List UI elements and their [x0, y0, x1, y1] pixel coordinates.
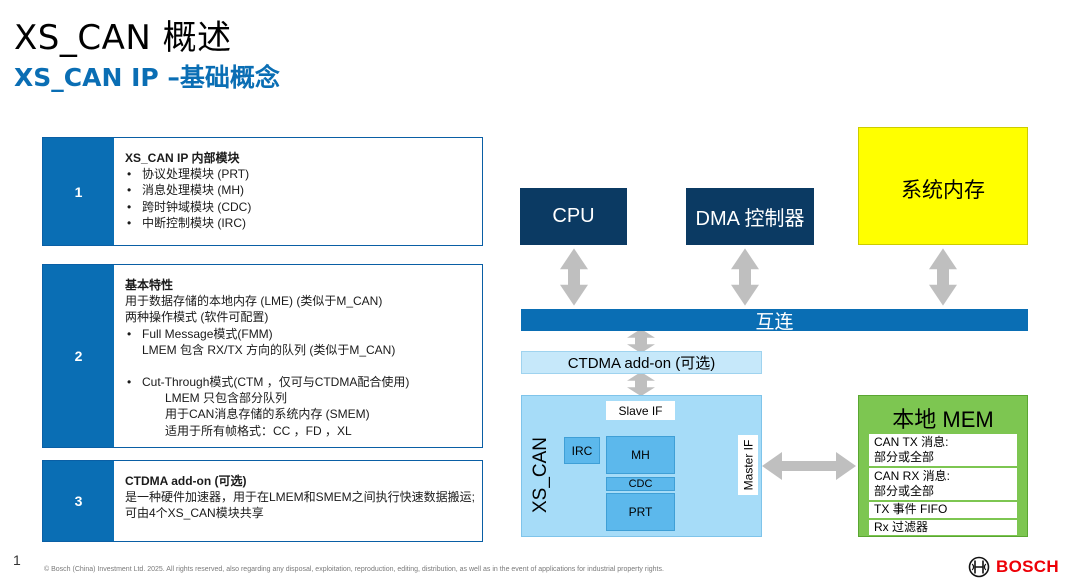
masterif-localmem-arrow [762, 452, 856, 480]
row-heading: 基本特性 [125, 278, 174, 292]
text-line: 是一种硬件加速器，用于在LMEM和SMEM之间执行快速数据搬运; 可由4个XS_… [125, 490, 476, 521]
list-item: 中断控制模块 (IRC) [125, 215, 476, 231]
irc-module: IRC [564, 437, 600, 464]
feature-row-2: 2 基本特性 用于数据存储的本地内存 (LME) (类似于M_CAN) 两种操作… [42, 264, 483, 448]
text-line: 用于CAN消息存储的系统内存 (SMEM) [165, 407, 370, 422]
local-mem-row-tx: CAN TX 消息: 部分或全部 [869, 434, 1017, 466]
local-mem-row-rx: CAN RX 消息: 部分或全部 [869, 468, 1017, 500]
list-item: 协议处理模块 (PRT) [125, 166, 476, 182]
bosch-logo: BOSCH [968, 555, 1072, 579]
master-if-label: Master IF [741, 439, 756, 491]
xscan-label-wrap: XS_CAN [520, 437, 560, 514]
list-item: 跨时钟域模块 (CDC) [125, 199, 476, 215]
text-line: 两种操作模式 (软件可配置) [125, 310, 269, 325]
list-item: Cut-Through模式(CTM ，仅可与CTDMA配合使用) [125, 374, 476, 390]
cpu-block: CPU [520, 188, 627, 245]
ctdma-addon-block: CTDMA add-on (可选) [521, 351, 762, 374]
copyright-footer: © Bosch (China) Investment Ltd. 2025. Al… [44, 566, 664, 573]
dma-bus-arrow [731, 248, 759, 306]
page-number: 1 [13, 552, 21, 568]
interconnect-bus: 互连 [521, 309, 1028, 333]
master-if-block: Master IF [738, 435, 758, 495]
xscan-label: XS_CAN [530, 436, 551, 514]
local-mem-row-rx-filter: Rx 过滤器 [869, 520, 1017, 535]
text-line: 用于数据存储的本地内存 (LME) (类似于M_CAN) [125, 294, 383, 309]
row-heading: XS_CAN IP 内部模块 [125, 151, 240, 165]
bosch-armature-icon [968, 556, 990, 578]
text-line: LMEM 包含 RX/TX 方向的队列 (类似于M_CAN) [142, 342, 396, 357]
slave-if-block: Slave IF [606, 401, 675, 420]
list-item: 消息处理模块 (MH) [125, 182, 476, 198]
text-line: LMEM 只包含部分队列 [165, 391, 288, 406]
mem-row-line: CAN RX 消息: [874, 469, 951, 483]
cpu-bus-arrow [560, 248, 588, 306]
row-number: 1 [43, 138, 114, 245]
bosch-logo-text: BOSCH [996, 557, 1059, 576]
list-item: Full Message模式(FMM) [125, 326, 476, 342]
dma-controller-block: DMA 控制器 [686, 188, 814, 245]
mem-row-line: 部分或全部 [874, 450, 935, 464]
bus-ctdma-arrow [627, 328, 655, 354]
mem-row-line: CAN TX 消息: [874, 435, 949, 449]
text-line: 适用于所有帧格式：CC ，FD ，XL [165, 423, 352, 438]
system-memory-block: 系统内存 [858, 127, 1028, 245]
row-heading: CTDMA add-on (可选) [125, 474, 247, 488]
slide-subtitle: XS_CAN IP –基础概念 [14, 63, 280, 92]
ctdma-xscan-arrow [627, 371, 655, 397]
row-number: 3 [43, 461, 114, 541]
mem-row-line: 部分或全部 [874, 484, 935, 498]
row-number: 2 [43, 265, 114, 447]
local-mem-row-tx-event: TX 事件 FIFO [869, 502, 1017, 518]
local-mem-title: 本地 MEM [892, 407, 994, 432]
mem-bus-arrow [929, 248, 957, 306]
prt-module: PRT [606, 493, 675, 531]
mh-module: MH [606, 436, 675, 474]
feature-row-3: 3 CTDMA add-on (可选) 是一种硬件加速器，用于在LMEM和SME… [42, 460, 483, 542]
slide-title: XS_CAN 概述 [14, 18, 232, 58]
feature-row-1: 1 XS_CAN IP 内部模块 协议处理模块 (PRT) 消息处理模块 (MH… [42, 137, 483, 246]
cdc-module: CDC [606, 477, 675, 491]
